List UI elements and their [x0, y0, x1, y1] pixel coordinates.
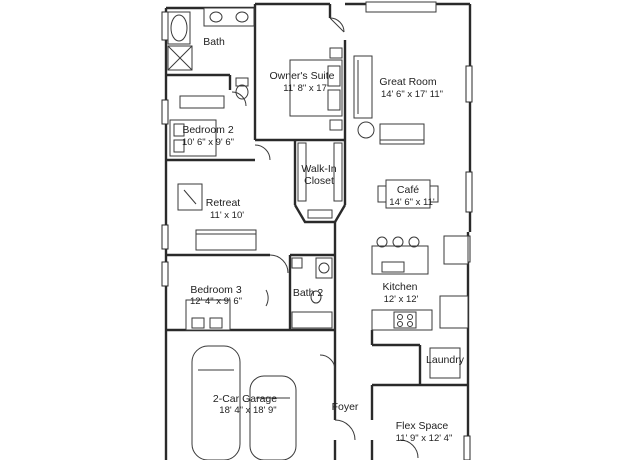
bedroom3-label: Bedroom 3 — [190, 284, 242, 296]
kitchen-dims: 12' x 12' — [384, 294, 419, 305]
garage-label: 2-Car Garage — [213, 393, 277, 405]
owners-suite-label: Owner's Suite — [269, 70, 334, 82]
cafe-label: Café — [397, 184, 419, 196]
bath2-label: Bath 2 — [293, 287, 324, 299]
great-room-dims: 14' 6" x 17' 11" — [381, 89, 443, 100]
bedroom3-dims: 12' 4" x 9' 6" — [190, 296, 242, 307]
bedroom2-label: Bedroom 2 — [182, 124, 234, 136]
flex-space-label: Flex Space — [396, 420, 449, 432]
flex-space-dims: 11' 9" x 12' 4" — [396, 433, 453, 444]
kitchen-label: Kitchen — [382, 281, 417, 293]
fixtures — [167, 1, 469, 460]
owners-suite-dims: 11' 8" x 17' — [283, 83, 329, 94]
bedroom2-dims: 10' 6" x 9' 6" — [182, 137, 234, 148]
foyer-label: Foyer — [332, 401, 359, 413]
laundry-label: Laundry — [426, 354, 465, 366]
walls — [164, 2, 472, 460]
great-room-label: Great Room — [379, 76, 436, 88]
room-labels: Bath Owner's Suite 11' 8" x 17' Great Ro… — [182, 36, 465, 444]
bath-label: Bath — [203, 36, 225, 48]
retreat-dims: 11' x 10' — [210, 210, 244, 221]
retreat-label: Retreat — [206, 197, 241, 209]
walk-in-closet-label-line1: Walk-In — [301, 163, 336, 175]
door-swings — [231, 17, 419, 459]
cafe-dims: 14' 6" x 11' — [389, 197, 435, 208]
garage-dims: 18' 4" x 18' 9" — [219, 405, 276, 416]
walk-in-closet-label-line2: Closet — [304, 175, 334, 187]
